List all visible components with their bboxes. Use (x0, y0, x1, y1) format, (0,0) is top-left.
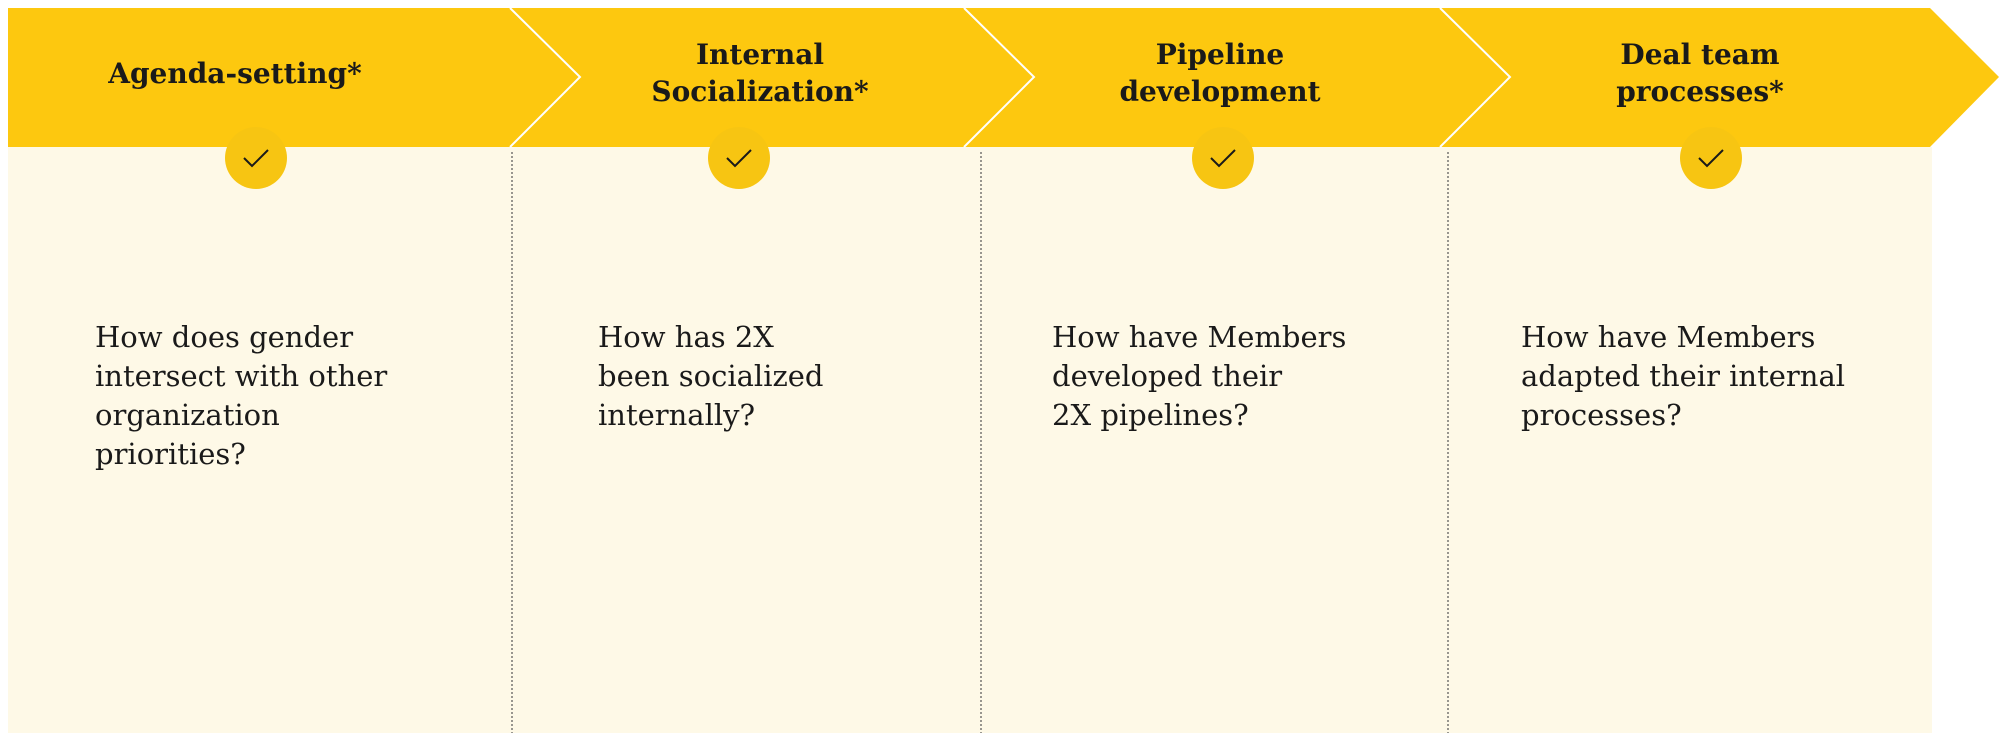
stage-title-internal-socialization: Internal Socialization* (651, 38, 869, 108)
stage-question-internal-socialization: How has 2X been socialized internally? (598, 320, 824, 432)
stage-4-check-badge (1680, 127, 1742, 189)
stage-title-pipeline-development: Pipeline development (1119, 38, 1321, 108)
stage-1-check-badge (225, 127, 287, 189)
stage-question-agenda-setting: How does gender intersect with other org… (95, 320, 388, 471)
chevron-separator-2 (963, 7, 1036, 148)
content-panel (8, 147, 1932, 733)
stage-title-agenda-setting: Agenda-setting* (108, 56, 362, 90)
check-icon (243, 149, 269, 168)
stage-question-pipeline-development: How have Members developed their 2X pipe… (1052, 320, 1347, 432)
chevron-separator-3 (1439, 7, 1512, 148)
stage-title-deal-team-processes: Deal team processes* (1616, 38, 1784, 108)
banner-arrow (8, 8, 1999, 147)
stage-question-deal-team-processes: How have Members adapted their internal … (1521, 320, 1846, 432)
chevron-separator-1 (509, 7, 582, 148)
check-icon (1698, 149, 1724, 168)
stage-2-check-badge (708, 127, 770, 189)
check-icon (726, 149, 752, 168)
check-icon (1210, 149, 1236, 168)
stage-3-check-badge (1192, 127, 1254, 189)
